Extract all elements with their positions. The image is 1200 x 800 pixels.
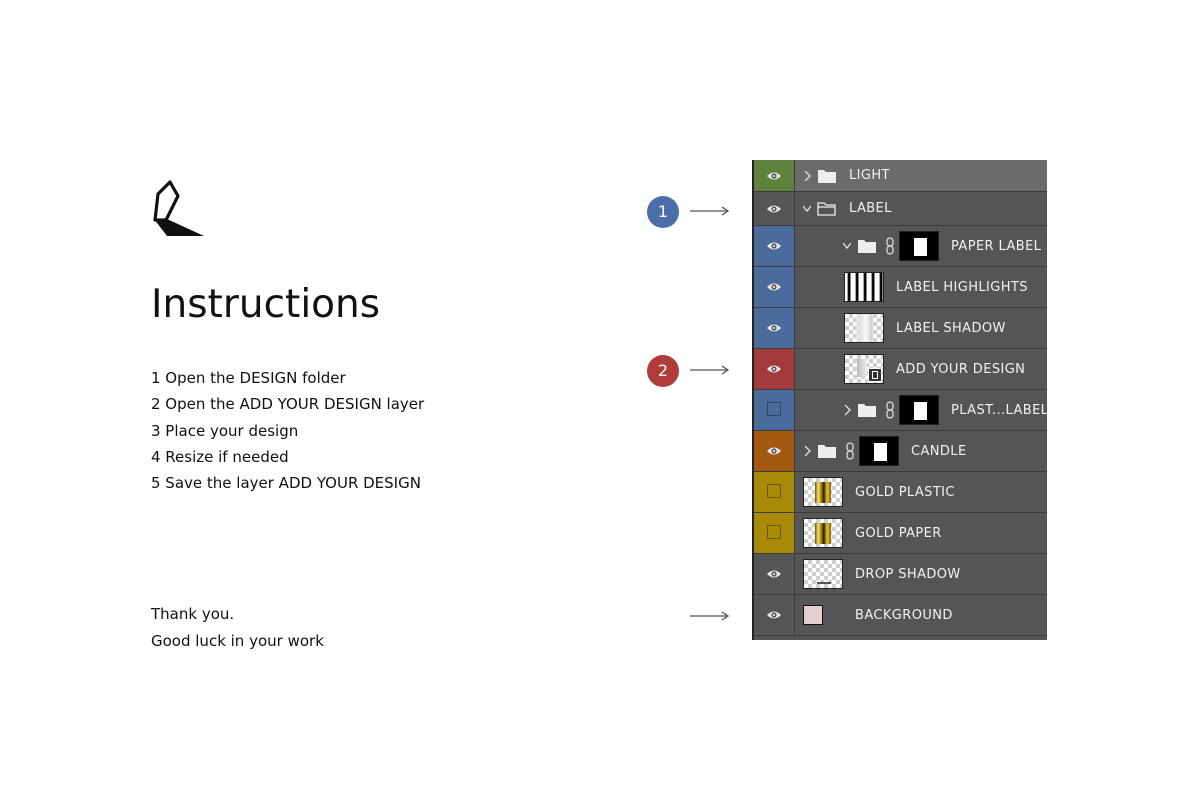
link-icon[interactable] (885, 237, 895, 255)
chevron-down-icon[interactable] (803, 203, 811, 215)
layer-mask-thumbnail (899, 231, 939, 261)
arrow-right-icon (690, 365, 730, 375)
instructions-steps: 1 Open the DESIGN folder 2 Open the ADD … (151, 365, 424, 496)
chevron-right-icon[interactable] (843, 404, 851, 416)
eye-icon (767, 611, 781, 619)
eye-icon (767, 570, 781, 578)
layer-name: CANDLE (911, 444, 967, 459)
layer-name: BACKGROUND (855, 608, 953, 623)
chevron-right-icon[interactable] (803, 445, 811, 457)
layer-row[interactable]: BACKGROUND (754, 595, 1047, 636)
layer-row[interactable]: PAPER LABEL (754, 226, 1047, 267)
layer-name: DROP SHADOW (855, 567, 961, 582)
gold-thumbnail-content (815, 482, 831, 503)
visibility-toggle[interactable] (754, 513, 795, 553)
layer-row[interactable]: PLAST...LABEL (754, 390, 1047, 431)
link-icon[interactable] (885, 401, 895, 419)
layer-name: GOLD PLASTIC (855, 485, 955, 500)
layer-row[interactable]: LIGHT (754, 160, 1047, 192)
layer-row[interactable]: ADD YOUR DESIGN (754, 349, 1047, 390)
instructions-title: Instructions (151, 282, 381, 327)
step-5: 5 Save the layer ADD YOUR DESIGN (151, 474, 421, 493)
layer-name: LABEL HIGHLIGHTS (896, 280, 1028, 295)
link-icon[interactable] (845, 442, 855, 460)
folder-icon (818, 169, 836, 183)
folder-icon (818, 445, 836, 458)
eye-icon (767, 447, 781, 455)
layer-name: GOLD PAPER (855, 526, 942, 541)
layers-panel[interactable]: LIGHT LABEL PAPER LABEL LABEL HIGHLIGHTS LAB… (752, 160, 1047, 640)
visibility-toggle[interactable] (754, 160, 795, 191)
visibility-toggle[interactable] (754, 267, 795, 307)
layer-name: PLAST...LABEL (951, 403, 1047, 418)
eye-icon (767, 324, 781, 332)
layer-thumbnail (803, 518, 843, 548)
thumbnail-content (857, 359, 867, 377)
smart-object-icon (868, 368, 882, 382)
thanks-line-1: Thank you. (151, 605, 235, 623)
visibility-toggle[interactable] (754, 349, 795, 389)
eye-icon (767, 283, 781, 291)
layer-mask-thumbnail (859, 436, 899, 466)
thanks-line-2: Good luck in your work (151, 631, 324, 650)
step-1: 1 Open the DESIGN folder (151, 369, 346, 387)
visibility-toggle[interactable] (754, 226, 795, 266)
layer-name: LABEL SHADOW (896, 321, 1006, 336)
eye-icon (767, 365, 781, 373)
visibility-off-box[interactable] (767, 525, 781, 539)
callout-badge-1: 1 (647, 196, 679, 228)
visibility-toggle[interactable] (754, 308, 795, 348)
layer-row[interactable]: DROP SHADOW (754, 554, 1047, 595)
step-2: 2 Open the ADD YOUR DESIGN layer (151, 395, 425, 414)
layer-name: ADD YOUR DESIGN (896, 362, 1026, 377)
layer-name: PAPER LABEL (951, 239, 1042, 254)
step-3: 3 Place your design (151, 421, 299, 440)
layer-row[interactable]: LABEL HIGHLIGHTS (754, 267, 1047, 308)
thanks-note: Thank you. Good luck in your work (151, 601, 324, 654)
callout-badge-2: 2 (647, 355, 679, 387)
visibility-off-box[interactable] (767, 484, 781, 498)
layer-row[interactable]: LABEL (754, 192, 1047, 226)
arrow-right-icon (690, 206, 730, 216)
background-swatch (803, 605, 823, 625)
folder-icon (858, 404, 876, 417)
visibility-toggle[interactable] (754, 390, 795, 430)
layer-name: LABEL (849, 201, 892, 216)
eye-icon (767, 205, 781, 212)
layer-thumbnail (844, 272, 884, 302)
layer-thumbnail (803, 559, 843, 589)
arrow-right-icon (690, 611, 730, 621)
visibility-toggle[interactable] (754, 192, 795, 225)
layer-thumbnail (803, 477, 843, 507)
layer-thumbnail (844, 354, 884, 384)
layer-thumbnail (844, 313, 884, 343)
visibility-off-box[interactable] (767, 402, 781, 416)
layer-mask-thumbnail (899, 395, 939, 425)
step-4: 4 Resize if needed (151, 447, 289, 466)
layer-row[interactable]: CANDLE (754, 431, 1047, 472)
gold-thumbnail-content (815, 523, 831, 544)
layer-row[interactable]: LABEL SHADOW (754, 308, 1047, 349)
folder-icon (817, 201, 836, 216)
brand-logo-icon (153, 180, 204, 236)
eye-icon (767, 242, 781, 250)
layer-name: LIGHT (849, 168, 890, 183)
chevron-down-icon[interactable] (843, 240, 851, 252)
visibility-toggle[interactable] (754, 431, 795, 471)
folder-icon (858, 240, 876, 253)
shadow-thumbnail-content (817, 582, 831, 584)
layer-row[interactable]: GOLD PAPER (754, 513, 1047, 554)
eye-icon (767, 172, 781, 179)
chevron-right-icon[interactable] (803, 170, 811, 182)
smart-object-page-icon (872, 371, 878, 379)
visibility-toggle[interactable] (754, 472, 795, 512)
layer-row[interactable]: GOLD PLASTIC (754, 472, 1047, 513)
visibility-toggle[interactable] (754, 595, 795, 635)
visibility-toggle[interactable] (754, 554, 795, 594)
